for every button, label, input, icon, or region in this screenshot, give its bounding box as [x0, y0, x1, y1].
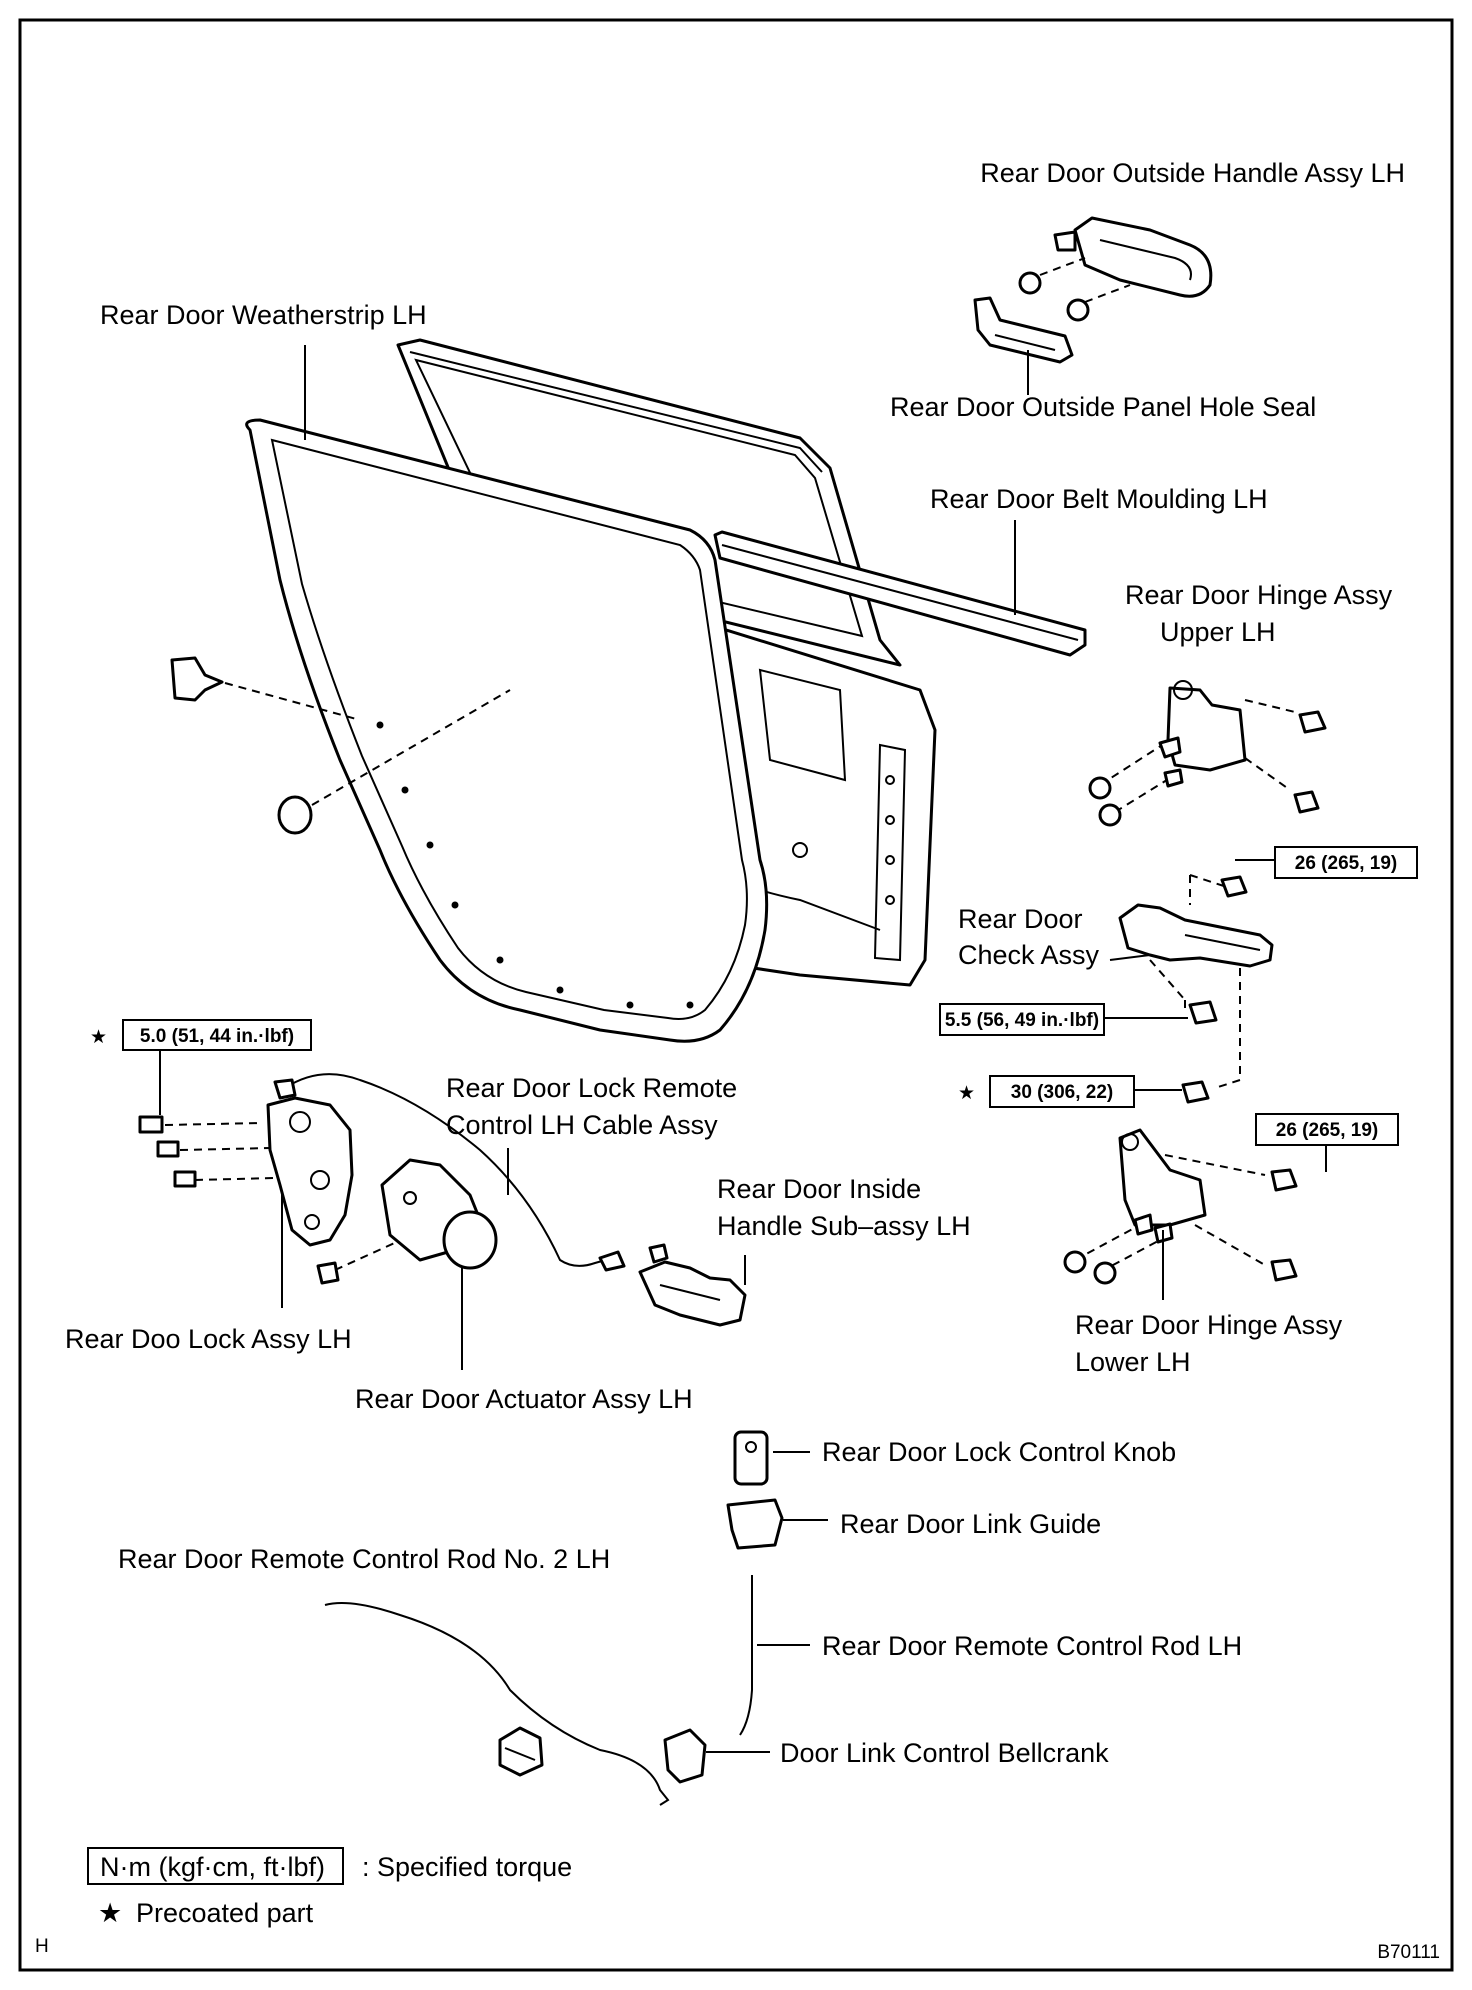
precoat-star-lock: ★: [90, 1027, 107, 1048]
lower-hinge-drawing: [1063, 1128, 1298, 1285]
label-cable-assy-line1: Rear Door Lock Remote: [446, 1073, 737, 1103]
label-lock-assy: Rear Doo Lock Assy LH: [65, 1324, 352, 1354]
label-lock-control-knob: Rear Door Lock Control Knob: [822, 1437, 1176, 1467]
label-bellcrank: Door Link Control Bellcrank: [780, 1738, 1109, 1768]
label-inside-handle-line2: Handle Sub–assy LH: [717, 1211, 971, 1241]
belt-moulding-drawing: [713, 530, 1087, 657]
torque-hinge-upper: 26 (265, 19): [1295, 853, 1397, 874]
door-lock-drawing: [138, 1096, 411, 1285]
outside-handle-drawing: [1018, 216, 1213, 322]
panel-hole-seal-drawing: [973, 296, 1074, 364]
label-hinge-lower-line2: Lower LH: [1075, 1347, 1191, 1377]
label-link-guide: Rear Door Link Guide: [840, 1509, 1101, 1539]
label-check-assy-line1: Rear Door: [958, 904, 1083, 934]
torque-check-upper: 5.5 (56, 49 in.·lbf): [945, 1010, 1099, 1031]
link-guide-drawing: [726, 1498, 784, 1550]
legend: N·m (kgf·cm, ft·lbf) : Specified torque …: [87, 1847, 572, 1928]
label-check-assy-line2: Check Assy: [958, 940, 1100, 970]
bellcrank-drawing: [663, 1728, 707, 1784]
footer-left-mark: H: [35, 1936, 49, 1957]
label-cable-assy-line2: Control LH Cable Assy: [446, 1110, 718, 1140]
remote-rod-no2-drawing: [324, 1602, 670, 1806]
door-actuator-drawing: [380, 1158, 498, 1270]
torque-box-hinge-upper: 26 (265, 19): [1274, 846, 1418, 879]
diagram-frame: [18, 18, 1454, 1972]
torque-box-check-lower: ★ 30 (306, 22): [958, 1075, 1135, 1108]
legend-precoat-desc: Precoated part: [136, 1898, 314, 1928]
rod-clamp-drawing: [498, 1726, 544, 1777]
lock-control-knob-drawing: [733, 1430, 769, 1486]
leader-check-assy: [1109, 954, 1151, 961]
torque-hinge-lower: 26 (265, 19): [1276, 1120, 1378, 1141]
legend-torque-unit: N·m (kgf·cm, ft·lbf): [100, 1852, 325, 1882]
label-hinge-upper-line2: Upper LH: [1160, 617, 1276, 647]
label-remote-rod-no2: Rear Door Remote Control Rod No. 2 LH: [118, 1544, 610, 1574]
door-check-drawing: [1118, 874, 1274, 1104]
torque-box-check-upper: 5.5 (56, 49 in.·lbf): [939, 1003, 1105, 1036]
legend-torque-desc: : Specified torque: [362, 1852, 572, 1882]
remote-rod-drawing: [739, 1575, 753, 1736]
torque-box-hinge-lower: 26 (265, 19): [1255, 1113, 1399, 1146]
torque-lock-screws: 5.0 (51, 44 in.·lbf): [140, 1026, 294, 1047]
label-outside-handle: Rear Door Outside Handle Assy LH: [980, 158, 1405, 188]
lock-cable-drawing: [273, 1073, 669, 1272]
hole-plug: [277, 689, 511, 835]
label-hinge-upper-line1: Rear Door Hinge Assy: [1125, 580, 1393, 610]
label-weatherstrip: Rear Door Weatherstrip LH: [100, 300, 427, 330]
torque-check-lower: 30 (306, 22): [1011, 1082, 1113, 1103]
weatherstrip-drawing: [245, 418, 769, 1043]
label-remote-rod: Rear Door Remote Control Rod LH: [822, 1631, 1242, 1661]
upper-hinge-drawing: [1088, 680, 1327, 827]
label-belt-moulding: Rear Door Belt Moulding LH: [930, 484, 1268, 514]
torque-box-lock-screws: ★ 5.0 (51, 44 in.·lbf): [90, 1019, 312, 1051]
figure-id: B70111: [1377, 1942, 1440, 1963]
inside-handle-drawing: [638, 1260, 747, 1327]
precoat-star-check: ★: [958, 1083, 975, 1104]
label-actuator-assy: Rear Door Actuator Assy LH: [355, 1384, 693, 1414]
label-inside-handle-line1: Rear Door Inside: [717, 1174, 921, 1204]
label-outside-panel-hole-seal: Rear Door Outside Panel Hole Seal: [890, 392, 1316, 422]
legend-precoat-symbol: ★: [98, 1898, 122, 1928]
label-hinge-lower-line1: Rear Door Hinge Assy: [1075, 1310, 1343, 1340]
weatherstrip-clip: [170, 656, 361, 721]
